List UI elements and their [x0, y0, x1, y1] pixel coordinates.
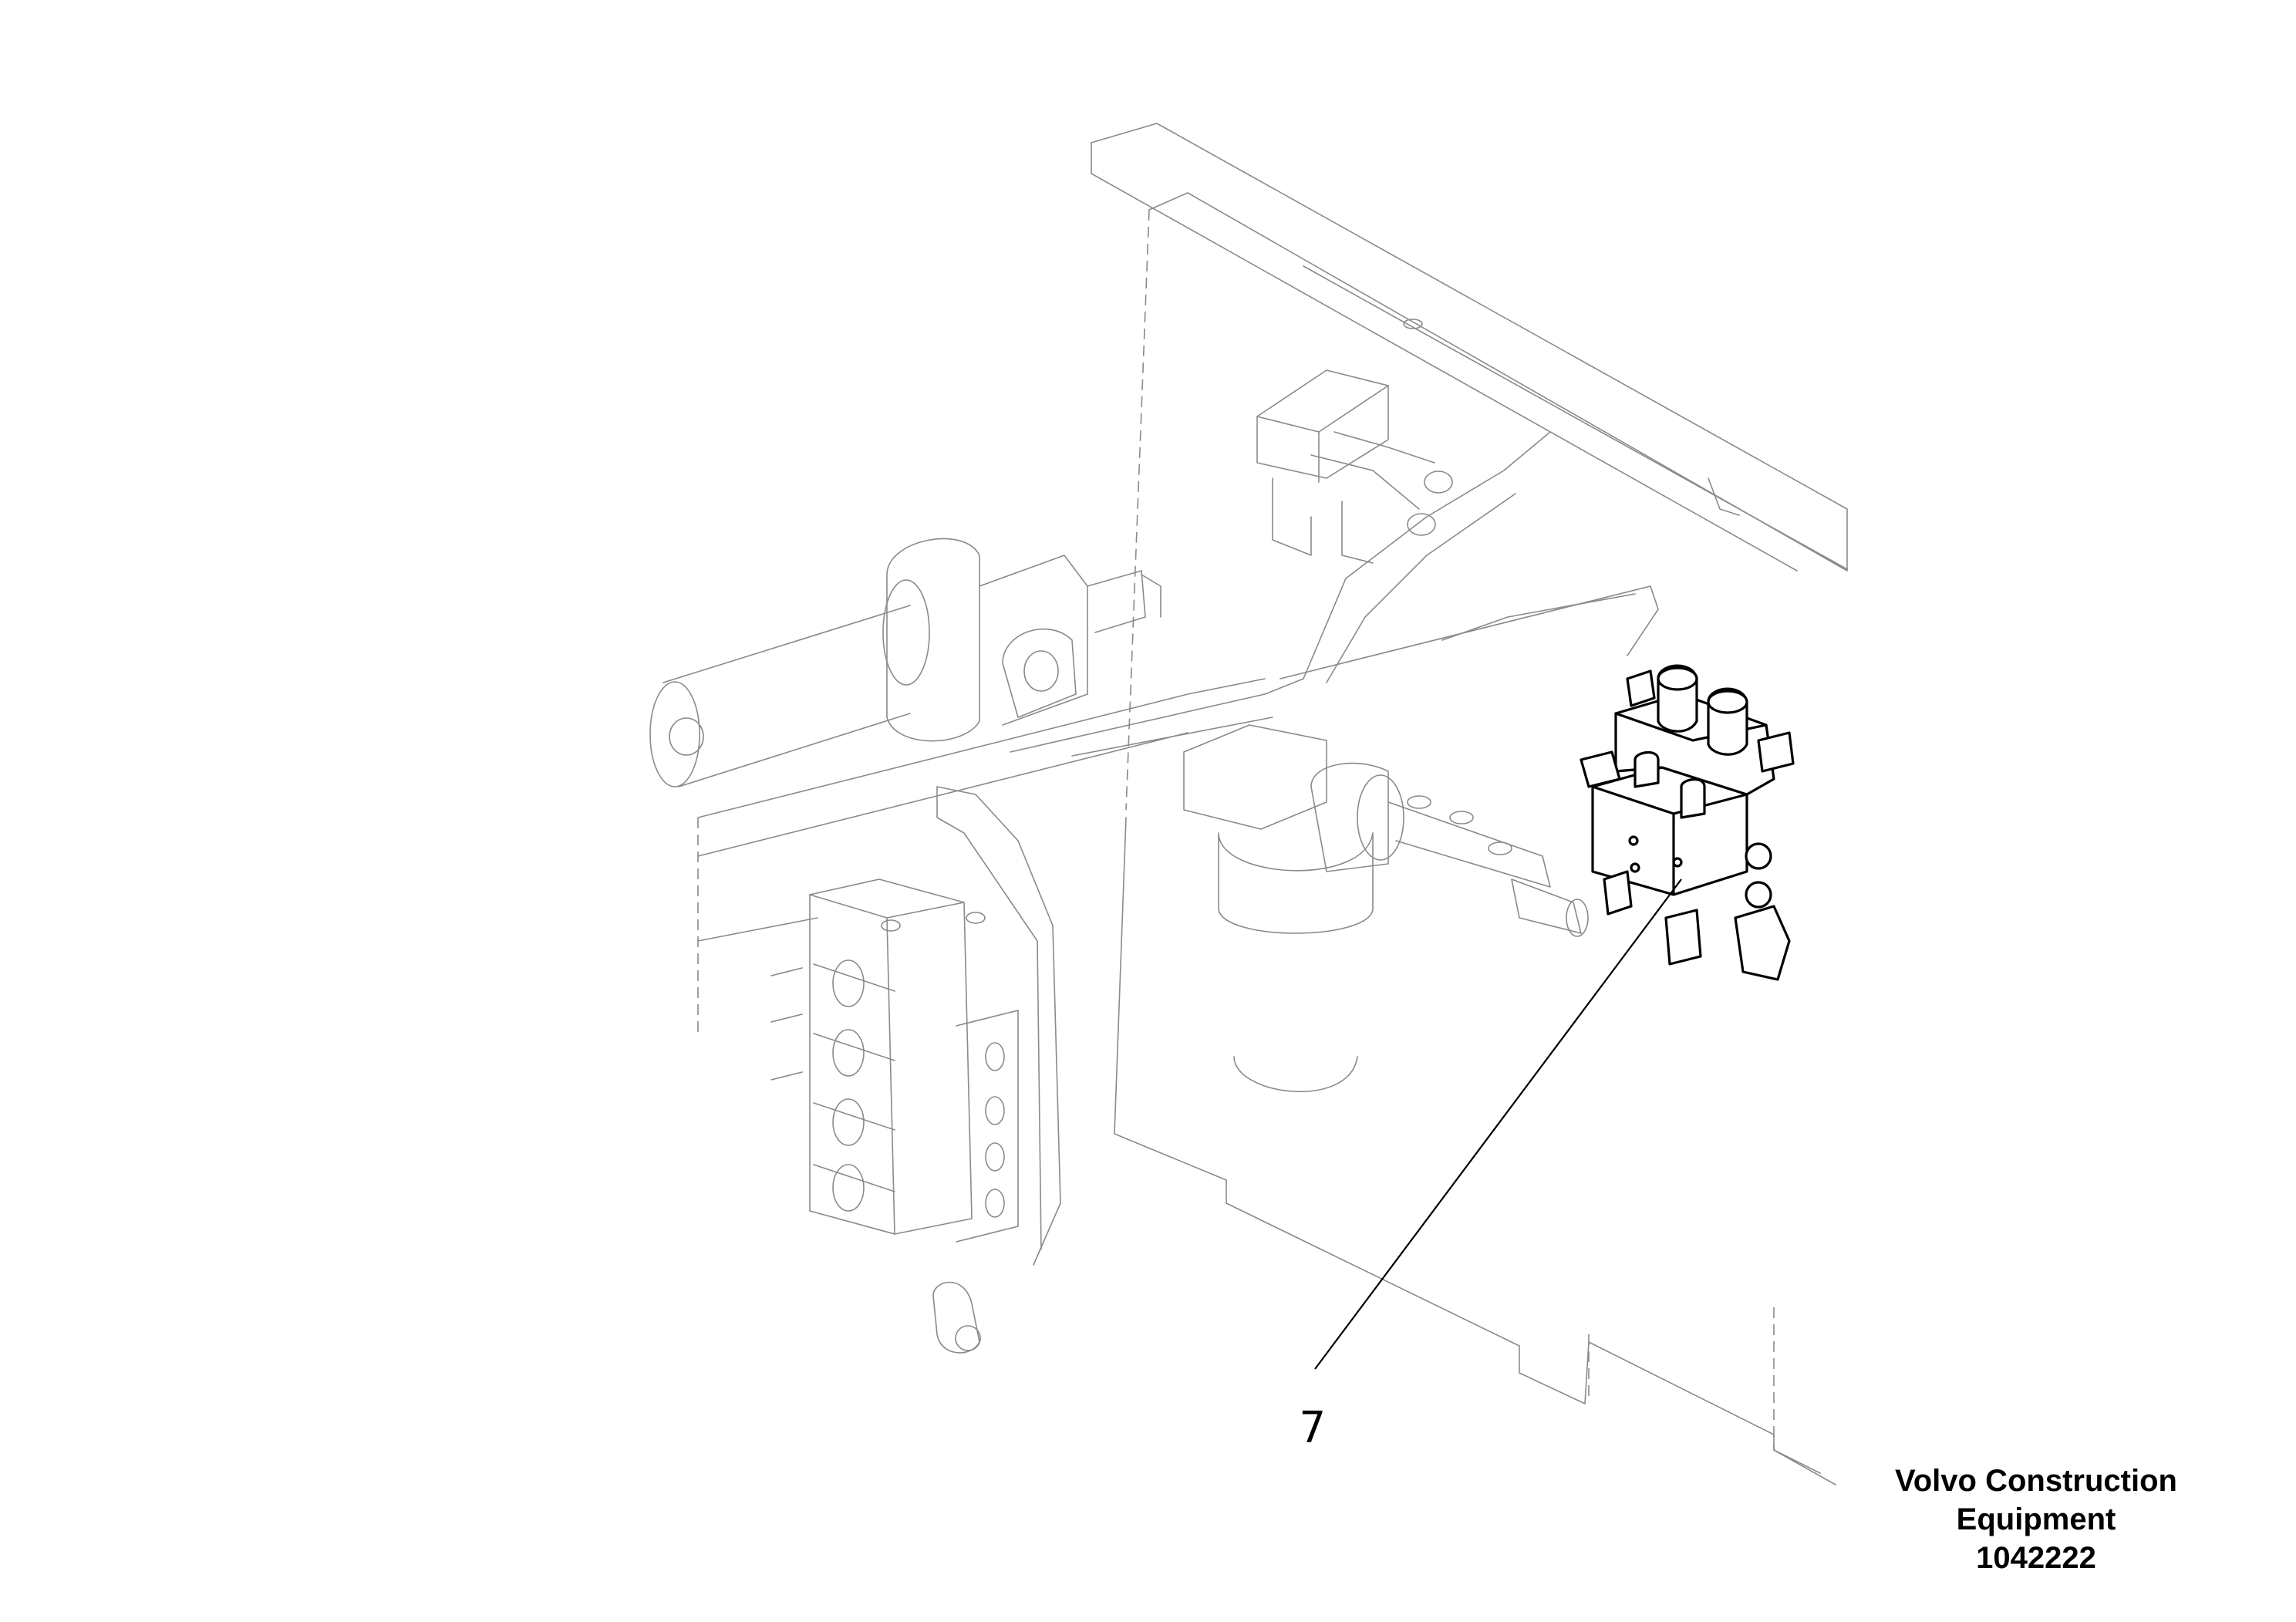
frame-context	[697, 123, 1848, 1474]
caption-block: Volvo Construction Equipment 1042222	[1812, 1462, 2260, 1577]
callout-leader-line	[1314, 878, 1682, 1370]
valve-block	[1580, 664, 1795, 981]
solenoid-valve-ghost	[1256, 369, 1453, 564]
frame-tail	[1773, 1449, 1836, 1485]
caption-division: Equipment	[1956, 1502, 2116, 1536]
caption-drawing-number: 1042222	[1976, 1541, 2096, 1575]
caption-company: Volvo Construction	[1895, 1464, 2177, 1498]
cylinder-ghost	[649, 538, 1161, 787]
control-valve-stack-ghost	[770, 878, 1019, 1354]
filter-ghost	[1183, 724, 1589, 937]
callout-label-7: 7	[1300, 1403, 1326, 1453]
